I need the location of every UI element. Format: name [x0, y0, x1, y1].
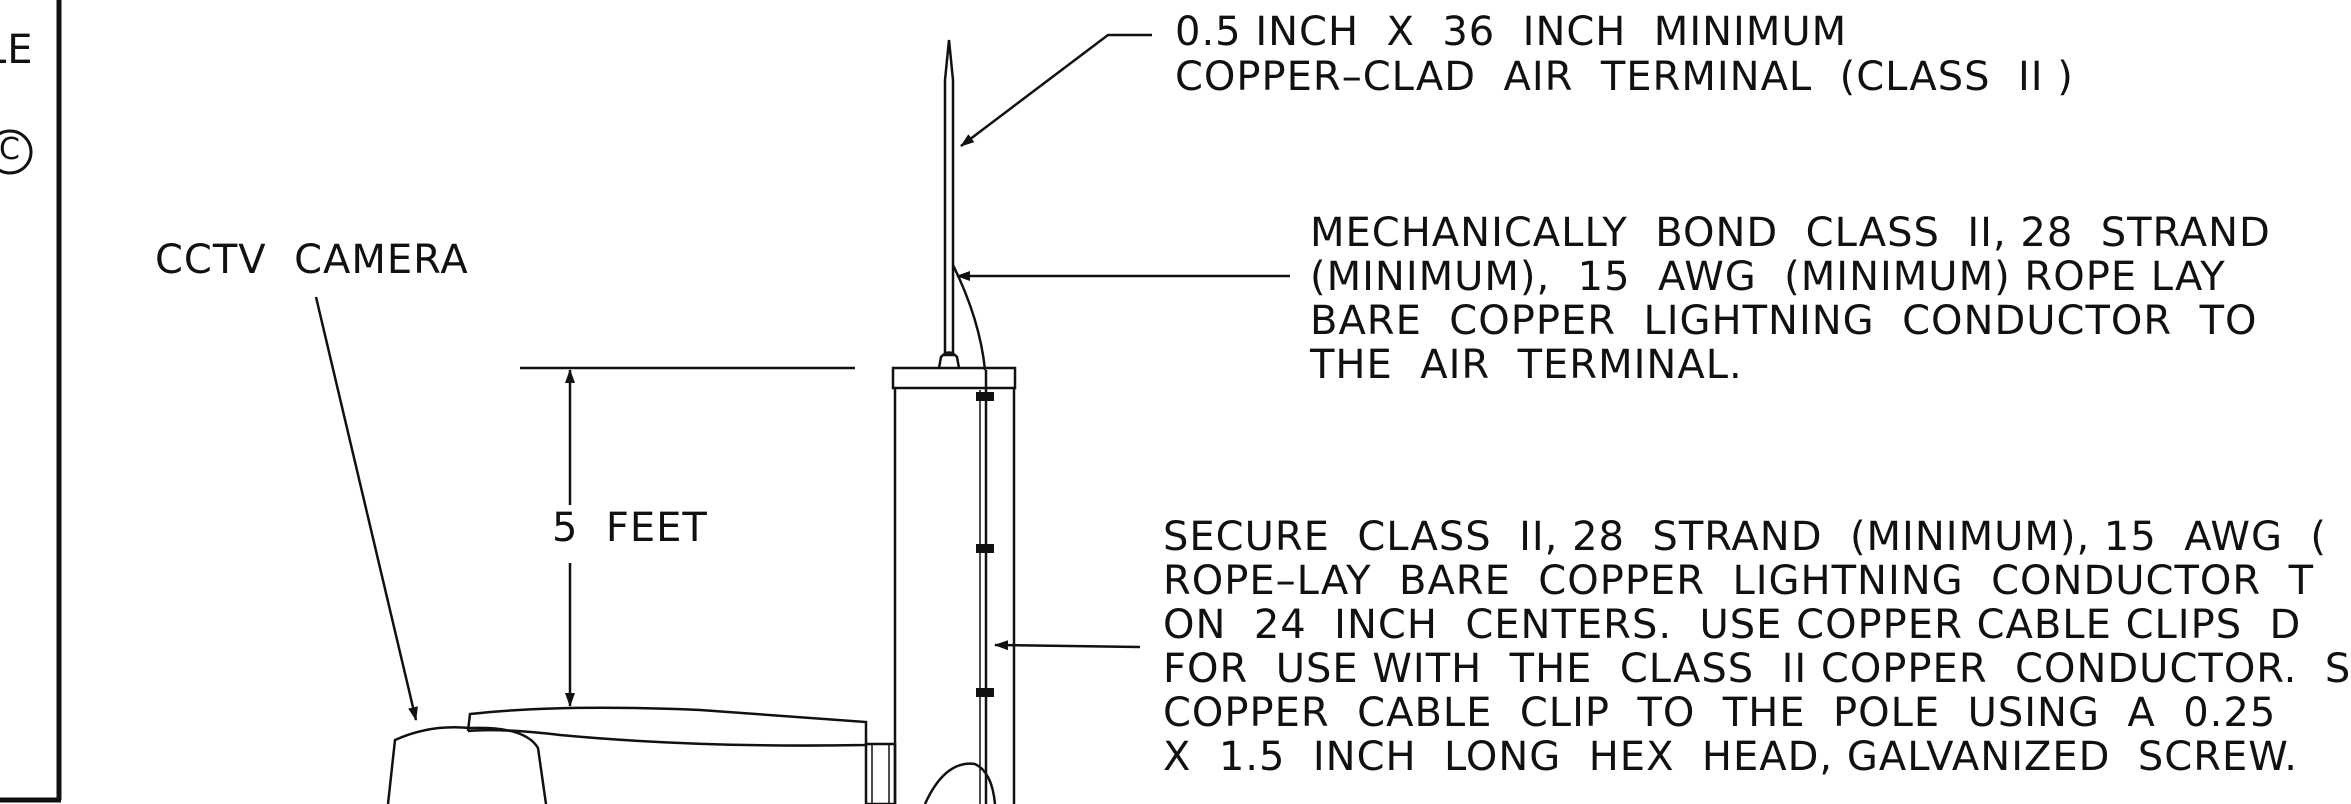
bond-note-line3: BARE COPPER LIGHTNING CONDUCTOR TO	[1310, 298, 2258, 344]
pole-base-feature	[923, 762, 997, 804]
secure-note-line3: ON 24 INCH CENTERS. USE COPPER CABLE CLI…	[1163, 602, 2302, 648]
leader-camera	[314, 296, 418, 721]
leader-secure-note	[994, 640, 1141, 651]
cable-clip	[976, 688, 994, 697]
edge-circle-symbol	[0, 129, 33, 175]
sheet-edge-text: LE	[0, 27, 34, 73]
leader-air-terminal	[960, 33, 1152, 147]
secure-note-line5: COPPER CABLE CLIP TO THE POLE USING A 0.…	[1163, 690, 2277, 736]
cctv-camera-housing	[386, 725, 548, 804]
secure-note-line4: FOR USE WITH THE CLASS II COPPER CONDUCT…	[1163, 646, 2351, 692]
secure-note-line1: SECURE CLASS II, 28 STRAND (MINIMUM), 15…	[1163, 514, 2327, 560]
camera-arm	[466, 706, 868, 747]
secure-note-line2: ROPE–LAY BARE COPPER LIGHTNING CONDUCTOR…	[1163, 558, 2315, 604]
bond-note-line2: (MINIMUM), 15 AWG (MINIMUM) ROPE LAY	[1310, 254, 2226, 300]
air-terminal-rod	[943, 39, 955, 357]
sheet-edge-symbol: C	[0, 132, 21, 167]
cable-clip	[976, 544, 994, 553]
air-terminal-base	[937, 351, 961, 369]
cctv-camera-label: CCTV CAMERA	[155, 237, 469, 283]
air-terminal-label-line2: COPPER–CLAD AIR TERMINAL (CLASS II )	[1175, 54, 2074, 100]
pole-cap	[891, 366, 1017, 390]
bond-note-line1: MECHANICALLY BOND CLASS II, 28 STRAND	[1310, 210, 2271, 256]
bond-note-line4: THE AIR TERMINAL.	[1310, 342, 1743, 388]
camera-bracket-plate	[864, 742, 897, 804]
secure-note-line6: X 1.5 INCH LONG HEX HEAD, GALVANIZED SCR…	[1163, 734, 2298, 780]
height-dimension-label: 5 FEET	[552, 505, 708, 551]
cable-clip	[976, 392, 994, 401]
lightning-conductor-top	[951, 264, 987, 371]
camera-bracket-plate-inner	[871, 743, 890, 804]
air-terminal-label-line1: 0.5 INCH X 36 INCH MINIMUM	[1175, 9, 1848, 55]
